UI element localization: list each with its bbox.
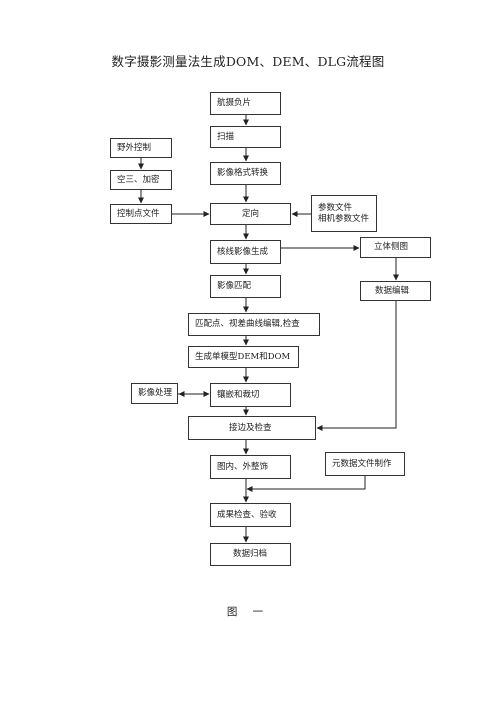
node-epipolar-image: 核线影像生成 [210, 240, 281, 264]
node-mosaic-clip: 镶嵌和裁切 [210, 383, 291, 407]
node-matching-edit: 匹配点、视差曲线编辑,检查 [188, 313, 320, 336]
arrow-dataedit-to-edge [316, 301, 397, 431]
param-file-label: 参数文件 [318, 202, 353, 213]
node-map-finishing: 图内、外整饰 [210, 455, 291, 479]
node-field-control: 野外控制 [110, 138, 172, 158]
node-image-format-convert: 影像格式转换 [210, 162, 281, 185]
node-metadata: 元数据文件制作 [325, 452, 405, 476]
node-parameter-files: 参数文件 相机参数文件 [311, 195, 377, 232]
node-aerial-triangulation: 空三、加密 [110, 170, 172, 190]
node-result-check: 成果检查、验收 [210, 503, 291, 527]
node-stereo-view: 立体侧图 [360, 237, 431, 258]
node-control-point-file: 控制点文件 [110, 204, 172, 224]
node-edge-match-check: 接边及检查 [188, 416, 316, 440]
figure-caption: 图 一 [226, 606, 270, 618]
node-image-processing: 影像处理 [131, 383, 178, 404]
arrow-metadata-to-result [246, 476, 366, 492]
node-aerial-negative: 航摄负片 [210, 92, 281, 115]
node-generate-model: 生成单模型DEM和DOM [188, 346, 299, 368]
node-scan: 扫描 [210, 126, 281, 148]
diagram-title: 数字摄影测量法生成DOM、DEM、DLG流程图 [111, 54, 385, 69]
node-orientation: 定向 [210, 203, 291, 225]
node-image-matching: 影像匹配 [210, 275, 281, 298]
node-archive: 数据归档 [210, 543, 291, 566]
camera-param-file-label: 相机参数文件 [318, 213, 370, 224]
node-data-edit: 数据编辑 [360, 281, 431, 301]
